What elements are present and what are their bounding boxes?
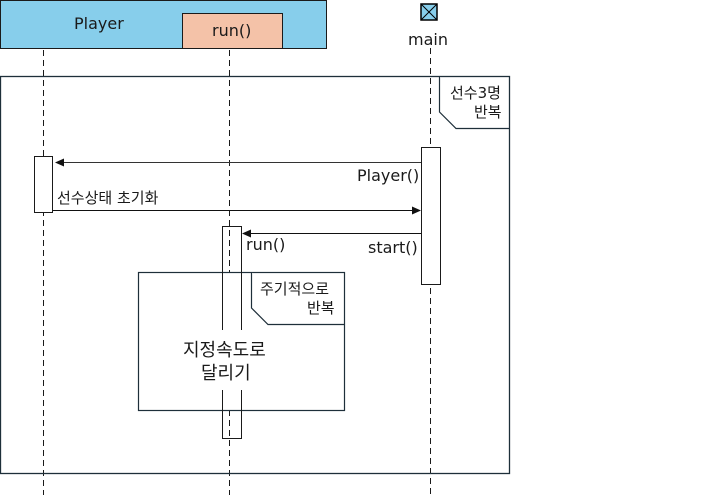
start-message-arrow[interactable] [242, 229, 421, 238]
run-lifeline-header[interactable] [182, 13, 283, 49]
run-lifeline-label: run() [212, 21, 252, 40]
start-message-label: start() [368, 238, 418, 257]
player-ctor-message-label: Player() [357, 166, 420, 185]
inner-body-line2: 달리기 [201, 363, 251, 384]
player-ctor-message-arrow[interactable] [55, 158, 421, 167]
player-lifeline-label: Player [74, 14, 124, 33]
outer-loop-guard-line2: 반복 [474, 103, 502, 121]
inner-loop-guard-line2: 반복 [307, 299, 335, 317]
inner-body-line1: 지정속도로 [183, 340, 266, 361]
run-message-label: run() [246, 235, 286, 254]
outer-loop-guard-line1: 선수3명 [450, 84, 501, 102]
main-lifeline-label: main [408, 30, 448, 49]
player-activation-bar[interactable] [34, 156, 53, 213]
init-state-message-arrow[interactable] [53, 206, 421, 215]
inner-body-text-bg [200, 330, 285, 390]
inner-loop-guard-line1: 주기적으로 [260, 280, 330, 298]
boundary-x-icon [420, 3, 438, 21]
outer-loop-guard-tab [438, 76, 510, 130]
init-state-message-label: 선수상태 초기화 [57, 189, 159, 207]
inner-loop-guard-tab [250, 272, 345, 326]
main-activation-bar[interactable] [421, 147, 441, 285]
outer-loop-frame[interactable] [0, 75, 511, 475]
